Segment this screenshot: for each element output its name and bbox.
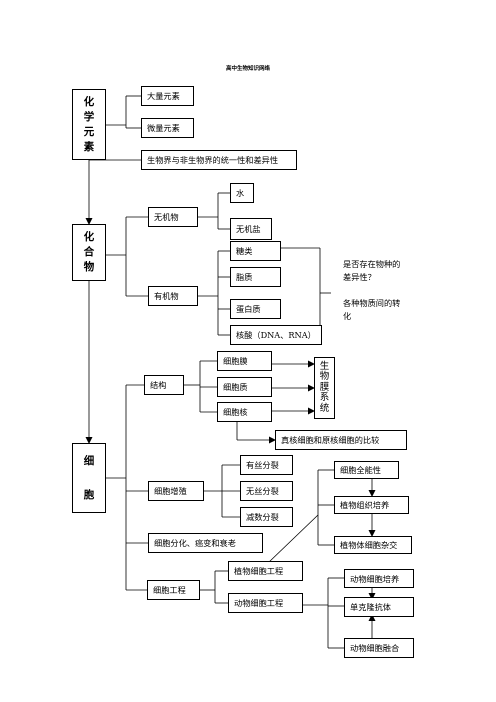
mitosis-box: 有丝分裂: [240, 455, 293, 475]
micro-elements-box: 微量元素: [141, 118, 194, 138]
biomembrane-system-label: 生物膜系统: [319, 360, 330, 414]
cell-membrane-box: 细胞膜: [217, 351, 272, 371]
proteins-box: 蛋白质: [230, 299, 281, 319]
meiosis-box: 减数分裂: [240, 507, 293, 527]
cell-proliferation-box: 细胞增殖: [148, 481, 204, 501]
organic-box: 有机物: [148, 286, 198, 306]
eukaryote-prokaryote-compare-box: 真核细胞和原核细胞的比较: [275, 430, 407, 450]
differentiation-box: 细胞分化、癌变和衰老: [148, 533, 263, 553]
chemical-elements-box: 化学元素: [72, 89, 106, 160]
cell-label: 细胞: [83, 455, 95, 501]
biomembrane-system-box: 生物膜系统: [314, 357, 335, 419]
nucleic-acids-box: 核酸（DNA、RNA）: [230, 325, 322, 345]
chemical-elements-label: 化学元素: [83, 95, 95, 153]
animal-cell-engineering-box: 动物细胞工程: [228, 593, 303, 613]
structure-box: 结构: [144, 375, 184, 395]
somatic-hybridization-box: 植物体细胞杂交: [334, 536, 412, 554]
animal-cell-fusion-box: 动物细胞融合: [344, 638, 414, 658]
amitosis-box: 无丝分裂: [240, 481, 293, 501]
cytoplasm-box: 细胞质: [217, 377, 272, 397]
macro-elements-box: 大量元素: [141, 86, 194, 106]
animal-cell-culture-box: 动物细胞培养: [344, 569, 414, 588]
species-question-note: 是否存在物种的差异性？: [343, 259, 401, 282]
page-title: 高中生物知识网络: [225, 66, 270, 72]
unity-diversity-box: 生物界与非生物界的统一性和差异性: [141, 150, 297, 170]
monoclonal-antibody-box: 单克隆抗体: [344, 597, 414, 617]
plant-cell-engineering-box: 植物细胞工程: [228, 561, 303, 581]
cell-engineering-box: 细胞工程: [147, 580, 200, 600]
compounds-label: 化合物: [83, 231, 95, 273]
salts-box: 无机盐: [230, 218, 272, 240]
compounds-box: 化合物: [72, 224, 106, 281]
lipids-box: 脂质: [230, 267, 281, 287]
plant-tissue-culture-box: 植物组织培养: [334, 496, 409, 514]
nucleus-box: 细胞核: [217, 402, 272, 422]
totipotency-box: 细胞全能性: [334, 461, 399, 479]
water-box: 水: [230, 183, 254, 203]
inorganic-box: 无机物: [148, 207, 198, 227]
transformation-note: 各种物质间的转化: [343, 298, 401, 321]
sugars-box: 糖类: [230, 241, 281, 261]
cell-box: 细胞: [72, 443, 106, 513]
